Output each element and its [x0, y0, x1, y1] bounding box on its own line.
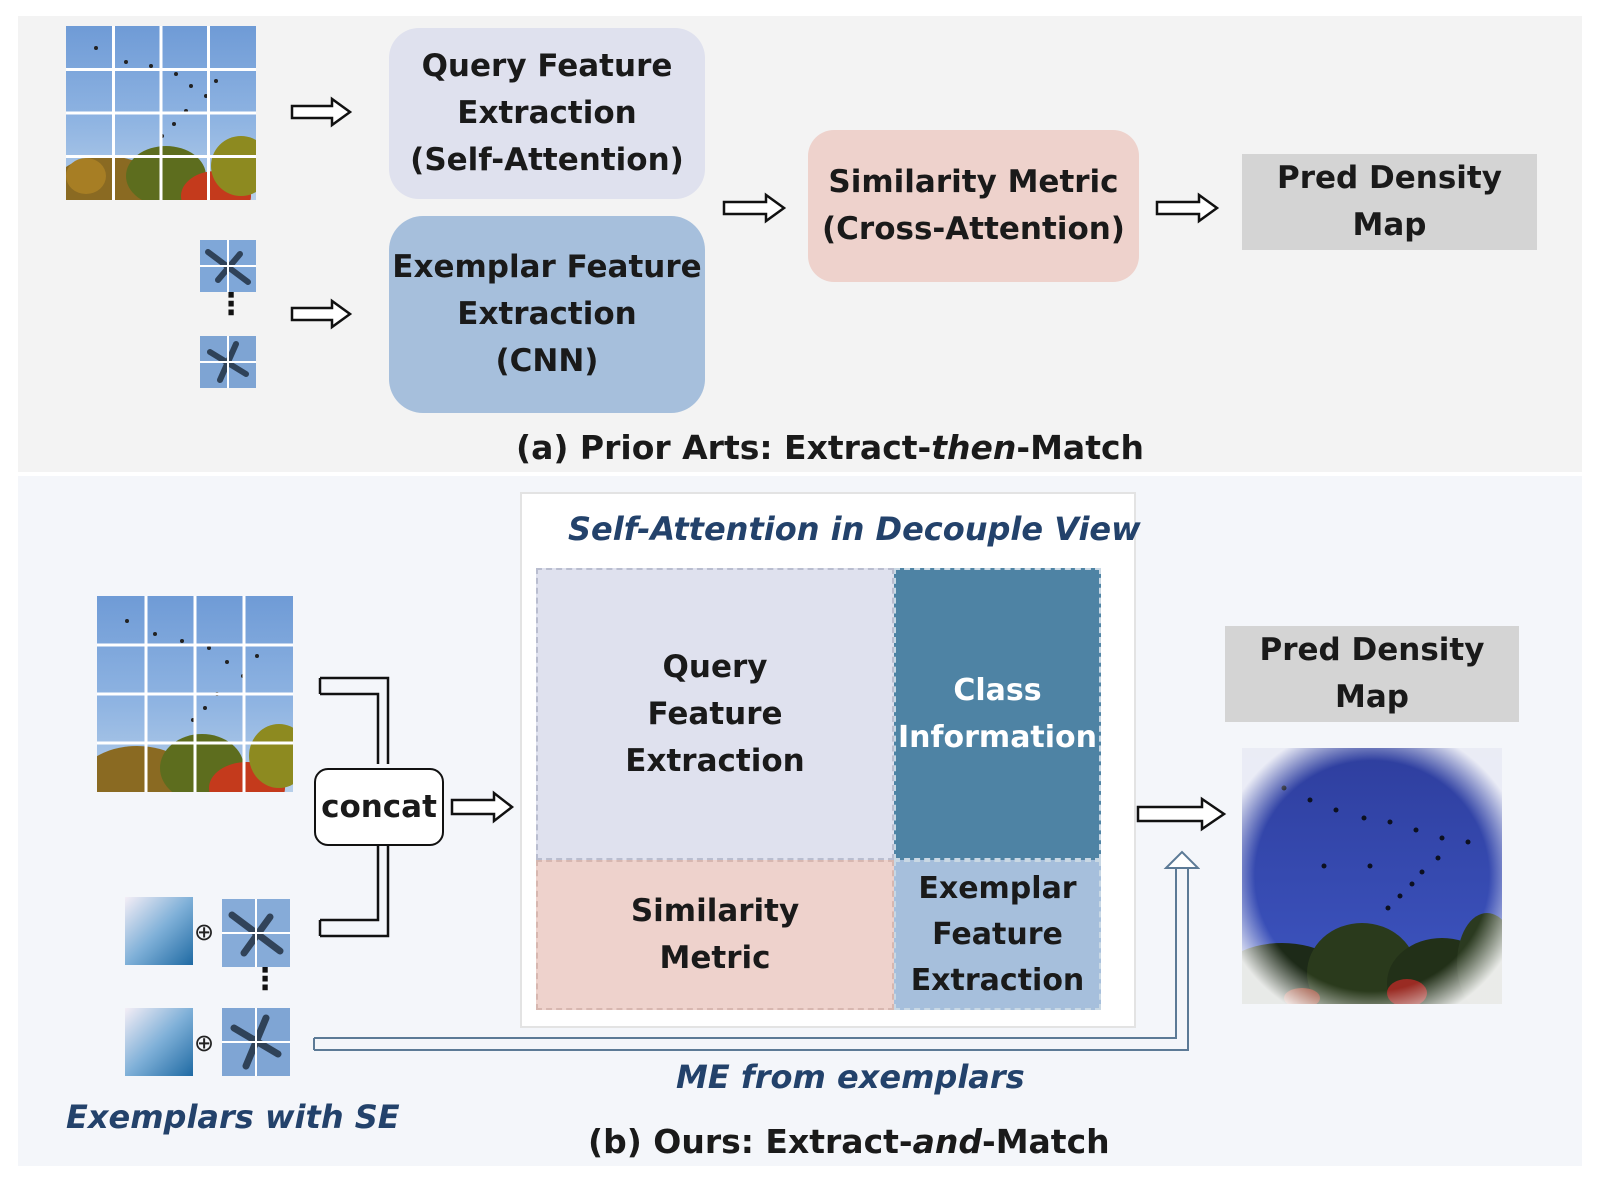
exemplar-patch-1 [200, 240, 256, 292]
me-from-exemplars-label: ME from exemplars [676, 1058, 1025, 1096]
arrow-image-to-query [290, 96, 353, 128]
similarity-metric-box: Similarity Metric (Cross-Attention) [808, 130, 1139, 282]
query-feature-cell: Query Feature Extraction [536, 568, 894, 860]
query-feature-extraction-box: Query Feature Extraction (Self-Attention… [389, 28, 705, 199]
caption-a: (a) Prior Arts: Extract-then-Match [516, 428, 1144, 467]
query-image-b [97, 596, 293, 792]
exemplar-patch-b1 [222, 899, 290, 967]
pred-density-map-box-a: Pred Density Map [1242, 154, 1537, 250]
class-information-cell: Class Information [894, 568, 1101, 860]
concat-box: concat [314, 768, 444, 846]
ellipsis-dots-a: ⋮ [216, 287, 246, 322]
me-from-exemplars-path [313, 850, 1200, 1051]
caption-a-em: then [931, 428, 1017, 467]
exemplar-feature-cell: Exemplar Feature Extraction [894, 860, 1101, 1010]
se-embedding-1 [125, 897, 193, 965]
arrow-similarity-to-pred [1155, 192, 1220, 224]
query-image [66, 26, 256, 200]
exemplar-patch-b2 [222, 1008, 290, 1076]
decouple-view-title: Self-Attention in Decouple View [568, 510, 1141, 548]
caption-b: (b) Ours: Extract-and-Match [588, 1122, 1110, 1161]
pred-density-map-box-b: Pred Density Map [1225, 626, 1519, 722]
caption-b-pre: (b) Ours: Extract- [588, 1122, 913, 1161]
similarity-metric-cell: Similarity Metric [536, 860, 894, 1010]
arrow-concat-to-decouple [450, 790, 515, 824]
caption-a-post: -Match [1016, 428, 1145, 467]
ellipsis-dots-b: ⋮ [250, 962, 280, 997]
caption-b-em: and [912, 1122, 982, 1161]
exemplar-patch-2 [200, 336, 256, 388]
caption-b-post: -Match [982, 1122, 1110, 1161]
concat-brackets [318, 676, 390, 938]
exemplar-feature-extraction-box: Exemplar Feature Extraction (CNN) [389, 216, 705, 413]
oplus-symbol-1: ⊕ [194, 918, 215, 946]
caption-a-pre: (a) Prior Arts: Extract- [516, 428, 932, 467]
exemplars-with-se-label: Exemplars with SE [66, 1098, 400, 1136]
arrow-decouple-to-pred [1136, 796, 1227, 832]
se-embedding-2 [125, 1008, 193, 1076]
arrow-features-to-similarity [722, 192, 787, 224]
arrow-exemplar-to-cnn [290, 298, 353, 330]
pred-density-map-image [1242, 748, 1502, 1004]
oplus-symbol-2: ⊕ [194, 1029, 215, 1057]
